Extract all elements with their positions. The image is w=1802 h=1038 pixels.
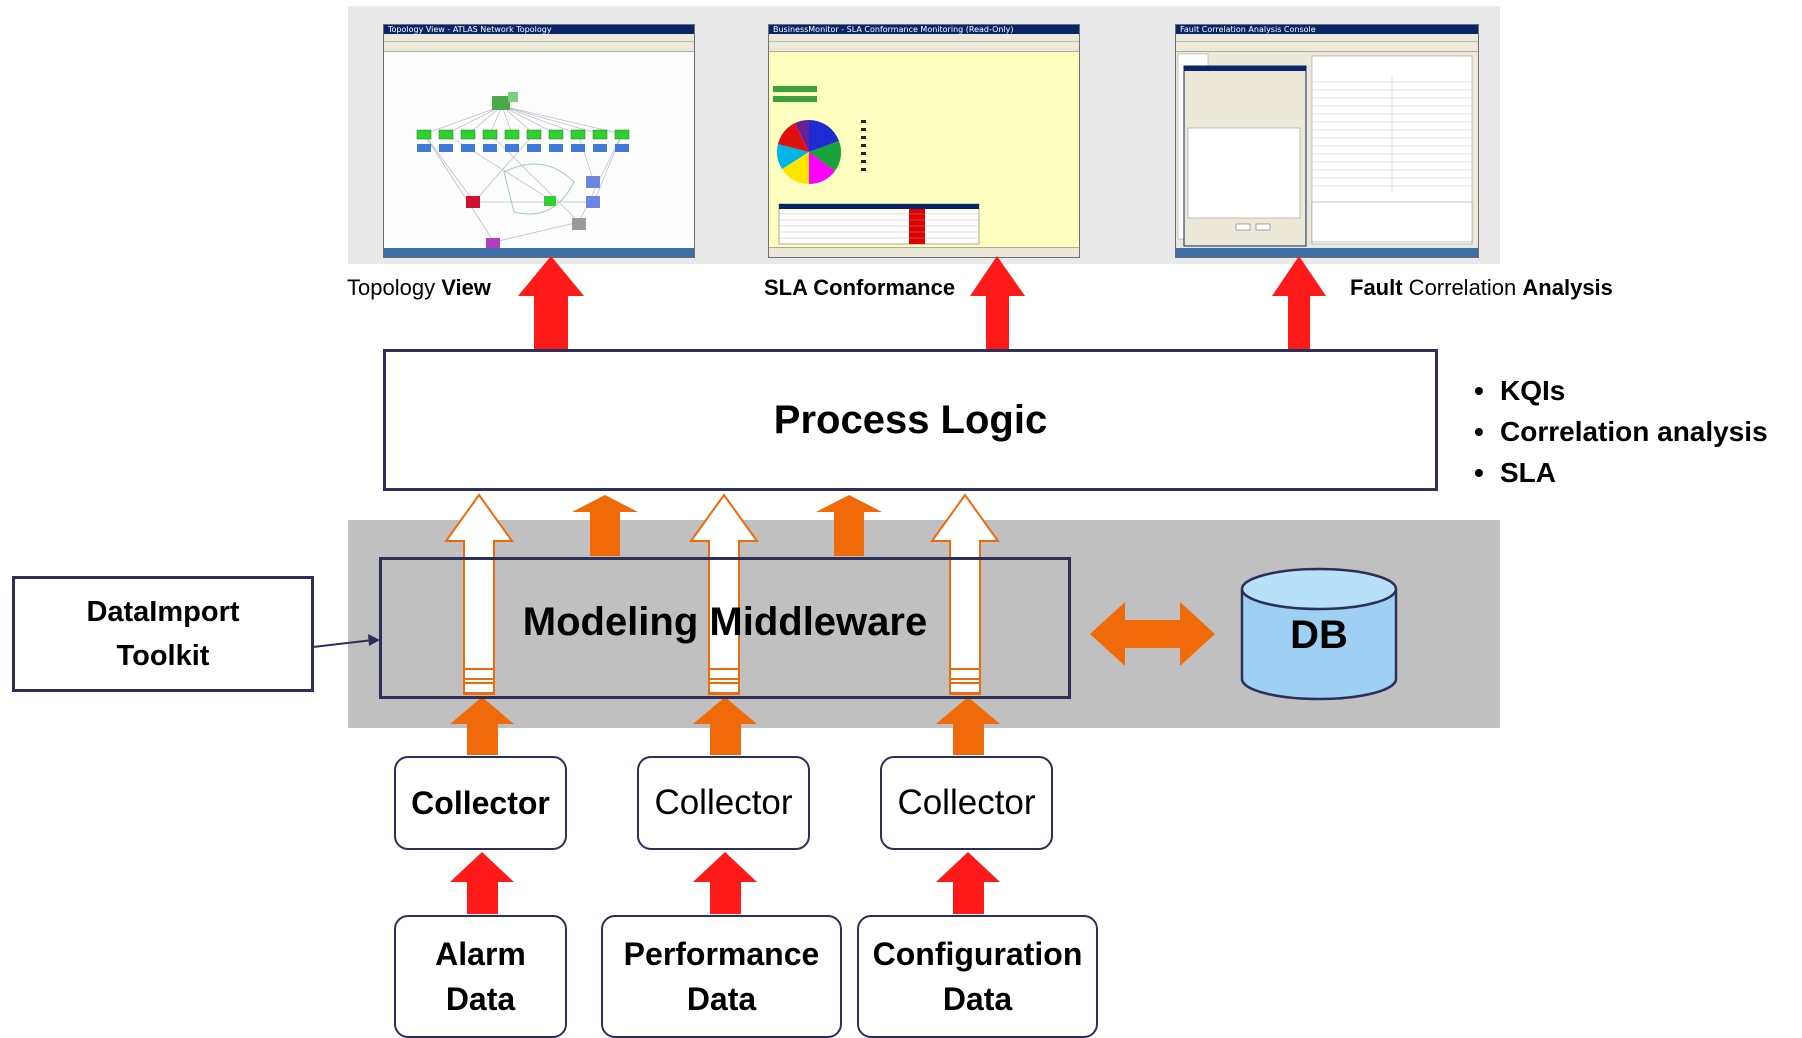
arrow-stripe [949, 682, 981, 694]
red-arrow-configuration [936, 852, 1000, 914]
orange-arrow-5 [816, 495, 882, 556]
process-logic-box: Process Logic [383, 349, 1438, 491]
collector-box-1: Collector [394, 756, 567, 850]
arrow-stripe [463, 682, 495, 694]
orange-arrow-collector-2 [693, 697, 757, 755]
collector-box-2: Collector [637, 756, 810, 850]
red-arrow-performance [693, 852, 757, 914]
topology-view-caption: Topology View [347, 275, 491, 300]
window-menubar [769, 34, 1079, 42]
process-logic-bullets: •KQIs •Correlation analysis •SLA [1474, 370, 1768, 493]
window-menubar [384, 34, 694, 42]
sla-report [769, 52, 1079, 252]
orange-arrow-collector-1 [450, 697, 514, 755]
dataimport-toolkit-box: DataImport Toolkit [12, 576, 314, 692]
fault-console [1176, 52, 1478, 252]
fault-correlation-caption: Fault Correlation Analysis [1350, 275, 1613, 300]
bullet-item: •KQIs [1474, 375, 1566, 406]
middleware-db-arrow [1090, 602, 1215, 666]
window-statusbar [384, 248, 694, 257]
window-toolbar [769, 42, 1079, 52]
orange-arrow-4 [572, 495, 638, 556]
arrow-stripe [708, 682, 740, 694]
dataimport-line1: DataImport [86, 596, 240, 628]
window-title: Topology View - ATLAS Network Topology [384, 25, 694, 34]
db-label: DB [1290, 613, 1348, 657]
window-statusbar [769, 247, 1079, 257]
window-title: Fault Correlation Analysis Console [1176, 25, 1478, 34]
modeling-middleware-box [379, 557, 1071, 699]
window-title: BusinessMonitor - SLA Conformance Monito… [769, 25, 1079, 34]
window-statusbar [1176, 248, 1478, 257]
arrow-to-topology [518, 256, 584, 349]
collector-box-3: Collector [880, 756, 1053, 850]
dataimport-connector [312, 639, 374, 648]
bullet-item: •SLA [1474, 457, 1556, 488]
modeling-middleware-label: Modeling Middleware [522, 600, 928, 644]
arrow-stripe [463, 668, 495, 680]
dataimport-arrowhead [368, 634, 380, 646]
arrow-stripe [949, 668, 981, 680]
window-menubar [1176, 34, 1478, 42]
dataimport-line2: Toolkit [116, 640, 210, 672]
bullet-item: •Correlation analysis [1474, 416, 1768, 447]
window-toolbar [1176, 42, 1478, 52]
sla-conformance-screenshot: BusinessMonitor - SLA Conformance Monito… [768, 24, 1080, 258]
topology-graph [384, 52, 694, 252]
db-cylinder [1240, 567, 1398, 701]
arrow-to-fault [1272, 256, 1326, 349]
fault-correlation-screenshot: Fault Correlation Analysis Console [1175, 24, 1479, 258]
process-logic-label: Process Logic [773, 397, 1048, 442]
red-arrow-alarm [450, 852, 514, 914]
topology-view-screenshot: Topology View - ATLAS Network Topology [383, 24, 695, 258]
arrow-to-sla [970, 256, 1025, 349]
orange-arrow-collector-3 [936, 697, 1000, 755]
sla-conformance-caption: SLA Conformance [764, 275, 956, 300]
arrow-stripe [708, 668, 740, 680]
window-toolbar [384, 42, 694, 52]
